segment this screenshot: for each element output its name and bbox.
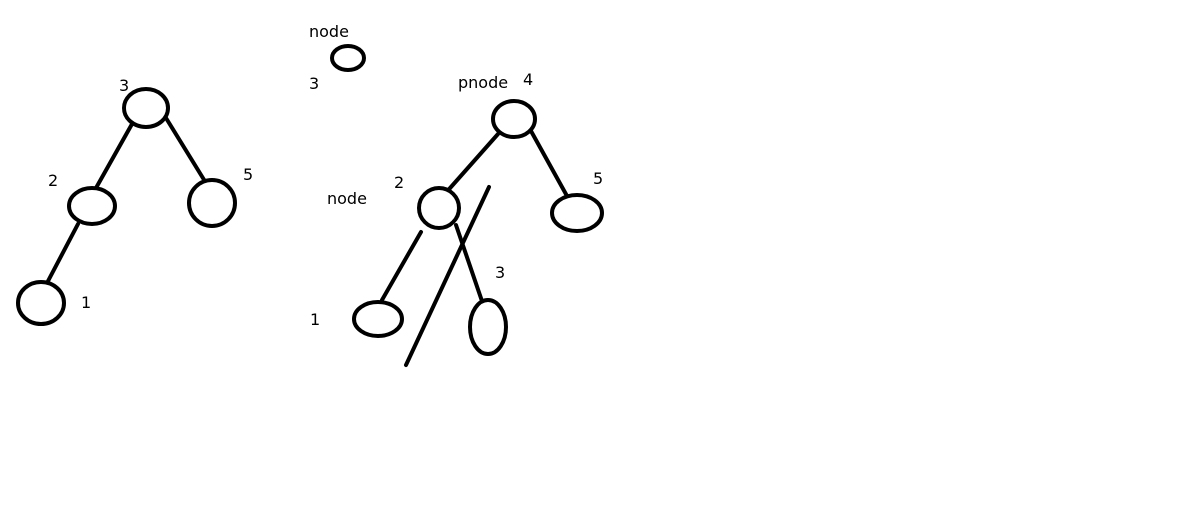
edge-left-root-to-5 [164,116,208,185]
left-root-value-label: 3 [119,76,129,95]
pnode-value-label: 4 [523,70,533,89]
edge-2-to-3 [454,223,486,309]
detached-node-value-label: 3 [309,74,319,93]
right-tree: pnode 4 node 2 5 3 1 [310,70,604,367]
pnode-label: pnode [458,73,508,92]
right-node-3-value-label: 3 [495,263,505,282]
edge-pnode-to-2 [441,132,500,198]
detached-node [330,44,366,72]
edge-left-2-to-1 [45,222,80,285]
cut-stroke [404,185,491,367]
detached-node-group: node 3 [309,22,366,93]
right-node-3 [468,298,508,356]
edge-left-root-to-2 [94,122,134,190]
left-node-5-value-label: 5 [243,165,253,184]
pnode-node [491,99,537,139]
left-tree: 3 2 5 1 [16,76,253,326]
left-node-5 [187,178,237,228]
right-node-2-label: node [327,189,367,208]
edge-2-to-1 [380,230,423,302]
left-node-1-value-label: 1 [81,293,91,312]
right-node-2-value-label: 2 [394,173,404,192]
left-root-node [122,87,170,129]
right-node-1 [352,300,404,338]
right-node-5 [550,193,604,233]
right-node-1-value-label: 1 [310,310,320,329]
detached-node-label: node [309,22,349,41]
left-node-2 [67,186,117,226]
right-node-2 [417,186,461,230]
left-node-2-value-label: 2 [48,171,58,190]
right-node-5-value-label: 5 [593,169,603,188]
left-node-1 [16,280,66,326]
edge-pnode-to-5 [529,129,569,198]
